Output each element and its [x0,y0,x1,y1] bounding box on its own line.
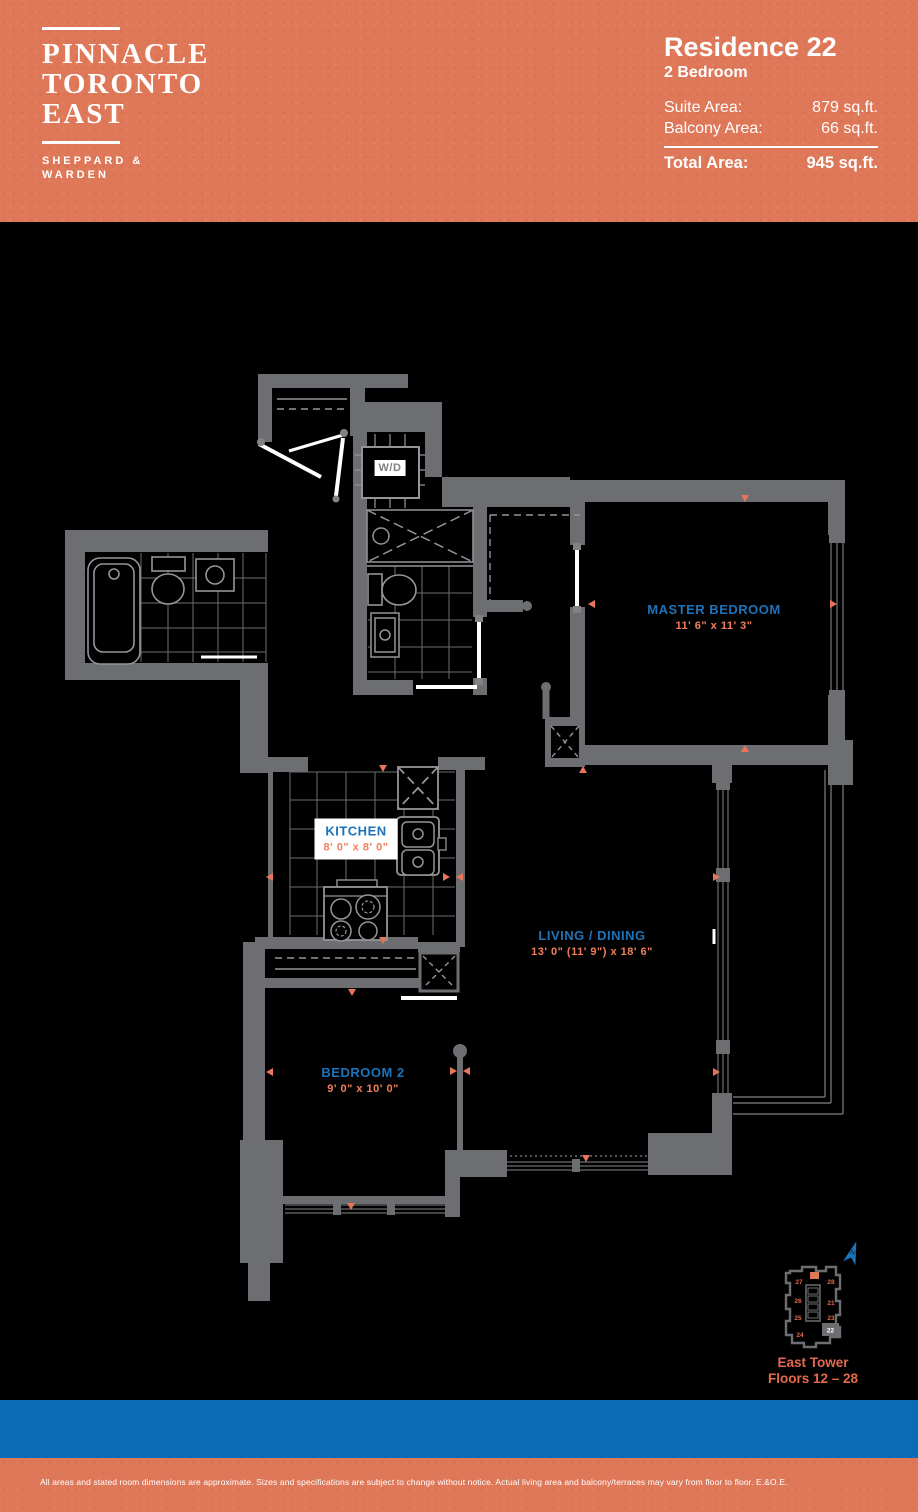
living-dining-dims: 13' 0" (11' 9") x 18' 6" [531,946,653,958]
master-bedroom-dims: 11' 6" x 11' 3" [675,620,753,632]
kitchen-sink-icon [396,816,447,876]
svg-text:N: N [849,1249,856,1257]
windows [285,535,844,1214]
living-dining-name: LIVING / DINING [538,928,646,943]
logo-line-1: PINNACLE [42,38,210,70]
logo-sub-line-2: WARDEN [42,169,109,181]
shaft-icon [418,725,580,993]
ensuite-toilet-icon [367,573,417,606]
keyplan-unit: 21 [827,1300,835,1307]
brand-logo: PINNACLE TORONTO EAST SHEPPARD & WARDEN [42,27,209,182]
bedroom-2-name: BEDROOM 2 [321,1065,405,1080]
keyplan-floor-range: Floors 12 – 28 [767,1371,859,1386]
logo-sub-line-1: SHEPPARD & [42,155,144,167]
keyplan-unit: 24 [796,1332,804,1339]
logo-line-3: EAST [42,98,126,130]
suite-area-label: Suite Area: [664,99,743,116]
hall-wall-stub [453,682,551,1157]
door-hinges [257,429,581,685]
closet-rod-lines [275,398,580,970]
logo-subtitle: SHEPPARD & WARDEN [42,154,209,182]
keyplan-tower-name: East Tower [777,1355,849,1370]
room-label-master-bedroom: MASTER BEDROOM 11' 6" x 11' 3" [647,602,780,632]
residence-subtitle: 2 Bedroom [664,64,748,81]
keyplan-unit: 25 [794,1315,802,1322]
total-area-value: 945 sq.ft. [806,154,878,172]
kitchen-dims: 8' 0" x 8' 0" [323,841,389,854]
door-swings [201,433,716,1000]
stove-icon [323,879,388,942]
header: PINNACLE TORONTO EAST SHEPPARD & WARDEN … [0,0,918,222]
total-area-label: Total Area: [664,154,749,172]
logo-rule-top [42,27,120,30]
balcony-area-value: 66 sq.ft. [821,120,878,137]
sink-icon [195,558,235,592]
ensuite-sink-icon [370,612,400,658]
fridge-icon [397,766,439,810]
room-label-living-dining: LIVING / DINING 13' 0" (11' 9") x 18' 6" [531,928,653,958]
suite-area-row: Suite Area: 879 sq.ft. [664,97,878,118]
keyplan-building: 27 28 26 21 25 23 24 22 [784,1265,842,1349]
residence-info: Residence 22 2 Bedroom Suite Area: 879 s… [664,33,878,173]
footer-blue-band [0,1400,918,1458]
kitchen-name: KITCHEN [325,823,387,839]
keyplan-unit: 27 [795,1279,803,1286]
keyplan-highlight-label: 22 [827,1328,835,1335]
area-divider [664,146,878,148]
bathtub-icon [87,557,141,665]
toilet-icon [151,556,186,605]
master-bedroom-name: MASTER BEDROOM [647,602,781,617]
area-rows: Suite Area: 879 sq.ft. Balcony Area: 66 … [664,97,878,139]
walls [65,374,853,1301]
logo-name: PINNACLE TORONTO EAST [42,39,209,129]
logo-line-2: TORONTO [42,68,204,100]
keyplan: N 27 28 26 21 25 23 24 [784,1241,857,1349]
keyplan-highlight-unit [822,1323,839,1336]
bedroom-2-dims: 9' 0" x 10' 0" [327,1083,399,1095]
keyplan-unit: 28 [827,1279,835,1286]
room-label-kitchen: KITCHEN 8' 0" x 8' 0" [314,818,398,860]
residence-title: Residence 22 [664,32,837,62]
shower-icon [366,509,474,567]
balcony-railing [733,766,844,1115]
balcony-area-label: Balcony Area: [664,120,763,137]
keyplan-unit: 23 [827,1315,835,1322]
suite-area-value: 879 sq.ft. [812,99,878,116]
keyplan-caption: East Tower Floors 12 – 28 [738,1355,888,1387]
keyplan-unit: 26 [794,1298,802,1305]
total-area-row: Total Area: 945 sq.ft. [664,154,878,173]
washer-dryer-label: W/D [374,460,406,476]
dimension-markers [266,495,837,1210]
north-arrow-icon: N [843,1241,857,1266]
balcony-area-row: Balcony Area: 66 sq.ft. [664,118,878,139]
keyplan-unit-marker [810,1272,819,1279]
room-label-bedroom-2: BEDROOM 2 9' 0" x 10' 0" [321,1065,404,1095]
disclaimer-text: All areas and stated room dimensions are… [40,1477,788,1487]
logo-rule-bottom [42,141,120,144]
footer: All areas and stated room dimensions are… [0,1458,918,1512]
